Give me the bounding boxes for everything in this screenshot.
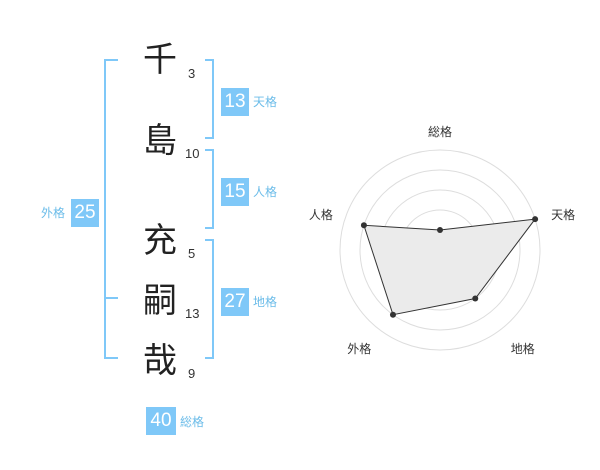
jinkaku-value-badge: 15	[221, 178, 249, 206]
stroke-count-4: 13	[185, 306, 200, 321]
radar-axis-label-5: 人格	[309, 207, 333, 222]
soukaku-label: 総格	[180, 415, 205, 429]
radar-point-5	[360, 222, 367, 229]
name-char-3: 充	[143, 221, 177, 261]
tenkaku-label: 天格	[253, 95, 278, 109]
tenkaku-value-badge: 13	[221, 88, 249, 116]
gaikaku-bracket	[104, 59, 118, 359]
radar-axis-label-2: 天格	[551, 207, 575, 222]
name-char-5: 哉	[143, 341, 177, 381]
chikaku-label: 地格	[253, 295, 278, 309]
gaikaku-label: 外格	[41, 206, 66, 220]
jinkaku-label: 人格	[253, 185, 278, 199]
name-char-2: 島	[143, 121, 177, 161]
soukaku-value-badge: 40	[146, 407, 176, 435]
stroke-count-3: 5	[188, 246, 196, 261]
radar-ring-5	[339, 149, 541, 351]
radar-polygon	[363, 218, 537, 316]
radar-axis-label-3: 地格	[511, 341, 535, 356]
radar-point-4	[389, 311, 396, 318]
name-char-4: 嗣	[143, 281, 177, 321]
gaikaku-value-badge: 25	[71, 199, 99, 227]
jinkaku-bracket	[205, 149, 214, 229]
stroke-count-1: 3	[188, 66, 196, 81]
radar-point-2	[532, 216, 539, 223]
chikaku-bracket	[205, 239, 214, 359]
radar-axis-label-1: 総格	[428, 124, 452, 139]
radar-point-1	[437, 227, 443, 233]
chikaku-value-badge: 27	[221, 288, 249, 316]
name-char-1: 千	[143, 40, 177, 80]
radar-points	[360, 216, 539, 318]
stroke-count-2: 10	[185, 146, 200, 161]
radar-point-3	[472, 295, 479, 302]
stroke-count-5: 9	[188, 366, 196, 381]
radar-axis-label-4: 外格	[347, 341, 371, 356]
radar-ring-4	[359, 169, 521, 331]
tenkaku-bracket	[205, 59, 214, 139]
